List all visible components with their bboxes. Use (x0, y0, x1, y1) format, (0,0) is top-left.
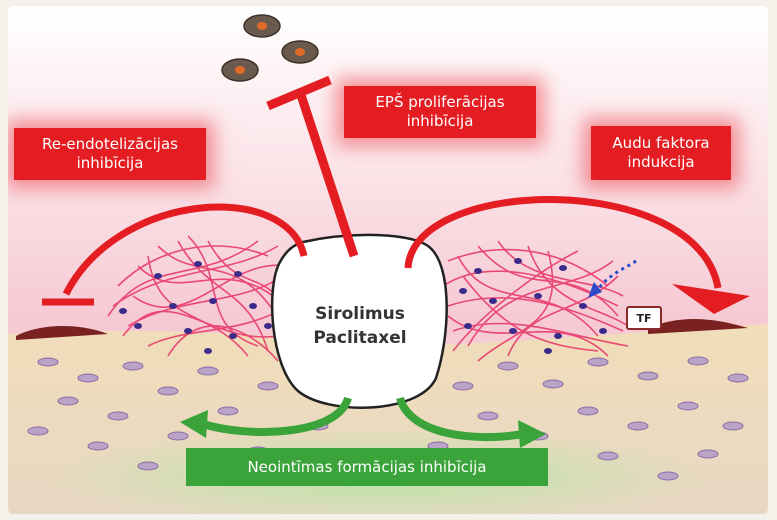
drug-sirolimus: Sirolimus (315, 304, 405, 324)
green-arrow-left (180, 396, 352, 438)
label-tissue-factor-line1: Audu faktora (612, 134, 710, 152)
tissue-cells (27, 356, 749, 481)
smooth-muscle-cells (221, 14, 319, 82)
induction-arc-right (404, 196, 750, 314)
fibrin-cells (119, 258, 607, 354)
tf-marker: TF (626, 306, 662, 330)
label-smc-proliferation-line2: inhibīcija (406, 112, 474, 130)
diagram-canvas: Re-endotelizācijas inhibīcija EPŠ prolif… (8, 6, 768, 514)
label-reendothelialization-line1: Re-endotelizācijas (42, 135, 178, 153)
label-tissue-factor: Audu faktora indukcija (591, 126, 731, 180)
inhibition-bar-smc (266, 75, 359, 258)
drug-paclitaxel: Paclitaxel (313, 328, 407, 348)
endothelial-cell-right (648, 319, 748, 334)
label-neointima: Neointīmas formācijas inhibīcija (186, 448, 548, 486)
inhibition-arc-left (42, 203, 308, 306)
label-reendothelialization: Re-endotelizācijas inhibīcija (14, 128, 206, 180)
green-arrow-right (396, 396, 546, 448)
drug-label: Sirolimus Paclitaxel (280, 296, 440, 356)
diagram-artwork (8, 14, 768, 514)
label-reendothelialization-line2: inhibīcija (76, 154, 144, 172)
label-tissue-factor-line2: indukcija (627, 153, 695, 171)
label-smc-proliferation: EPŠ proliferācijas inhibīcija (344, 86, 536, 138)
endothelial-cell-left (16, 325, 108, 340)
blue-dotted-arrow (588, 259, 637, 298)
label-smc-proliferation-line1: EPŠ proliferācijas (375, 93, 505, 111)
fibrin-mesh-left (107, 235, 289, 362)
